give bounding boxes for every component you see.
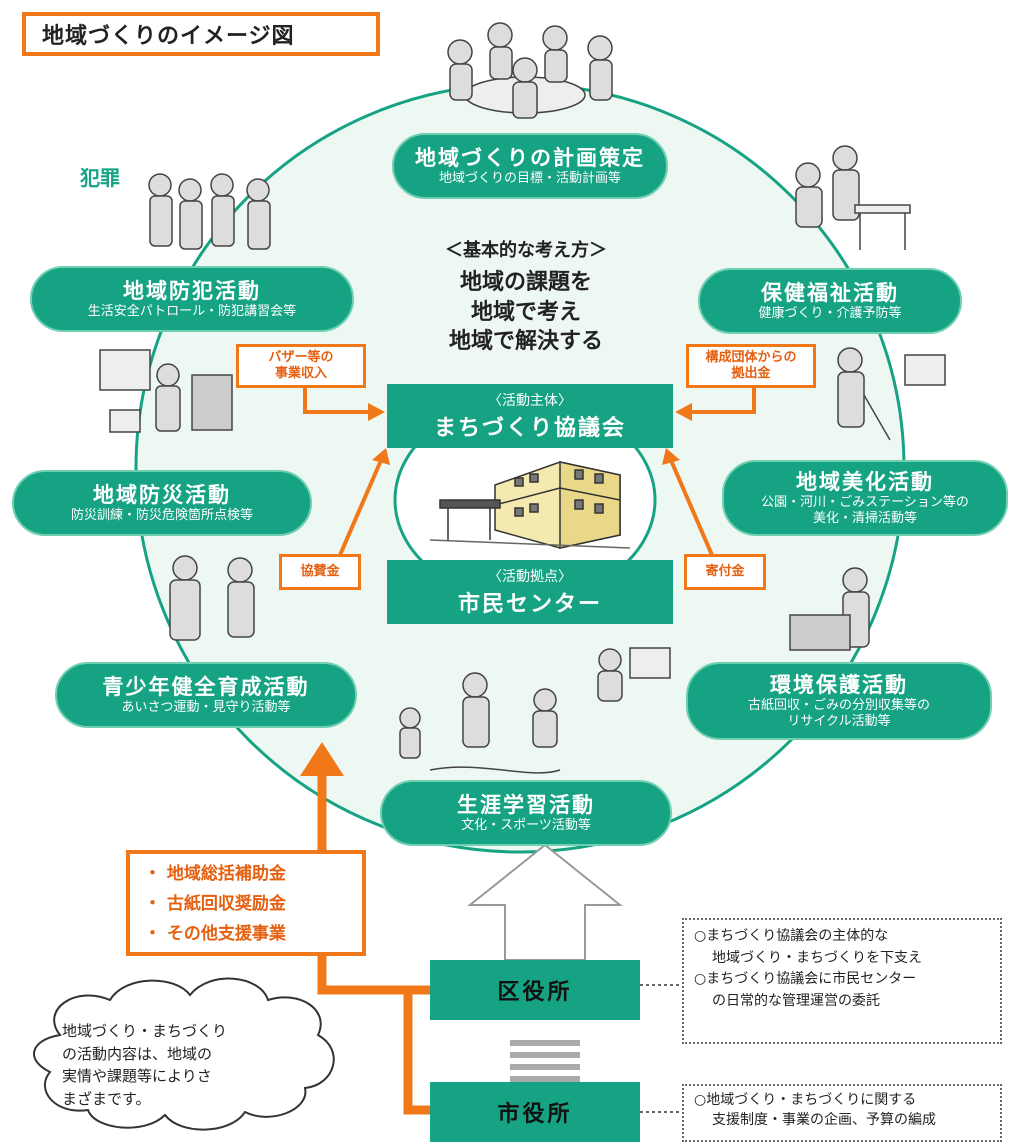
activity-youth-title: 青少年健全育成活動 <box>102 674 310 699</box>
funding-sponsor: 協賛金 <box>279 554 361 590</box>
activity-environment-sub-2: リサイクル活動等 <box>787 714 891 730</box>
philosophy-line-1: 地域の課題を <box>459 270 592 295</box>
actor-box: 〈活動主体〉 まちづくり協議会 <box>387 384 673 448</box>
subsidy-line <box>317 760 430 1115</box>
subsidy-arrowhead <box>300 742 344 776</box>
page-title: 地域づくりのイメージ図 <box>22 12 380 56</box>
activity-environment-title: 環境保護活動 <box>770 672 908 697</box>
bazaar-arrow <box>303 385 370 414</box>
ward-note-line-1: ○まちづくり協議会の主体的な <box>694 928 889 944</box>
philosophy-line-3: 地域で解決する <box>448 329 603 355</box>
base-box: 〈活動拠点〉 市民センター <box>387 560 673 624</box>
member-arrow <box>690 385 756 414</box>
cloud-line-1: 地域づくり・まちづくり <box>62 1022 228 1040</box>
learning-illustration <box>399 647 671 774</box>
actor-name: まちづくり協議会 <box>433 416 626 441</box>
activity-environment-sub-1: 古紙回収・ごみの分別収集等の <box>747 697 930 713</box>
subsidy-item-label: 古紙回収奨励金 <box>166 893 286 914</box>
activity-disaster: 地域防災活動 防災訓練・防災危険箇所点検等 <box>12 470 312 536</box>
cloud-text: 地域づくり・まちづくり の活動内容は、地域の 実情や課題等によりさ まざまです。 <box>62 1020 312 1110</box>
city-office-box: 市役所 <box>430 1082 640 1142</box>
funding-bazaar: バザー等の 事業収入 <box>236 344 366 388</box>
activity-planning: 地域づくりの計画策定 地域づくりの目標・活動計画等 <box>392 133 668 199</box>
ward-office-label: 区役所 <box>497 980 573 1005</box>
recycling-illustration <box>789 567 870 651</box>
city-note: ○地域づくり・まちづくりに関する 支援制度・事業の企画、予算の編成 <box>682 1084 1002 1142</box>
activity-beautify-sub-1: 公園・河川・ごみステーション等の <box>761 494 969 510</box>
activity-planning-title: 地域づくりの計画策定 <box>415 145 645 170</box>
activity-disaster-title: 地域防災活動 <box>93 482 231 507</box>
actor-label: 〈活動主体〉 <box>488 393 572 409</box>
activity-beautify-sub-2: 美化・清掃活動等 <box>812 511 917 527</box>
funding-bazaar-line-2: 事業収入 <box>274 366 327 381</box>
crime-illustration-label: 犯罪 <box>80 166 120 190</box>
activity-welfare-title: 保健福祉活動 <box>761 280 899 305</box>
city-note-line-2: 支援制度・事業の企画、予算の編成 <box>712 1112 936 1129</box>
funding-donation-label: 寄付金 <box>705 564 745 580</box>
sponsor-arrow <box>338 457 384 556</box>
city-note-line-1: ○地域づくり・まちづくりに関する <box>694 1092 917 1108</box>
people-illustrations <box>99 22 946 774</box>
youth-illustration <box>169 555 255 641</box>
disaster-illustration <box>99 349 233 433</box>
subsidy-item: ・ その他支援事業 <box>144 923 286 944</box>
activity-beautify: 地域美化活動 公園・河川・ごみステーション等の 美化・清掃活動等 <box>722 460 1008 536</box>
funding-arrows <box>303 385 756 556</box>
funding-member-line-2: 拠出金 <box>731 366 771 381</box>
cleaning-illustration <box>837 347 946 441</box>
activity-learning: 生涯学習活動 文化・スポーツ活動等 <box>380 780 672 846</box>
activity-learning-sub: 文化・スポーツ活動等 <box>461 818 591 833</box>
activity-planning-sub: 地域づくりの目標・活動計画等 <box>438 171 621 186</box>
subsidy-item: ・ 地域総括補助金 <box>144 864 286 884</box>
funding-member-line-1: 構成団体からの <box>705 350 797 366</box>
cloud-shape <box>33 977 335 1131</box>
ward-note-line-4: の日常的な管理運営の委託 <box>712 993 880 1010</box>
subsidies-box: ・ 地域総括補助金 ・ 古紙回収奨励金 ・ その他支援事業 <box>126 850 366 956</box>
activity-welfare-sub: 健康づくり・介護予防等 <box>758 306 902 321</box>
meeting-illustration <box>447 22 613 119</box>
ward-office-box: 区役所 <box>430 960 640 1020</box>
ward-note-line-3: ○まちづくり協議会に市民センター <box>694 971 917 988</box>
activity-youth: 青少年健全育成活動 あいさつ運動・見守り活動等 <box>55 662 357 728</box>
patrol-illustration <box>148 173 271 250</box>
funding-member: 構成団体からの 拠出金 <box>686 344 816 388</box>
activity-crime: 地域防犯活動 生活安全パトロール・防犯講習会等 <box>30 266 354 332</box>
building-illustration <box>429 461 631 549</box>
subsidy-item-label: その他支援事業 <box>166 923 286 944</box>
activity-welfare: 保健福祉活動 健康づくり・介護予防等 <box>698 268 962 334</box>
subsidy-item-label: 地域総括補助金 <box>166 864 286 884</box>
welfare-illustration <box>795 145 911 250</box>
activity-beautify-title: 地域美化活動 <box>796 469 934 494</box>
base-label: 〈活動拠点〉 <box>488 569 572 585</box>
ward-note-line-2: 地域づくり・まちづくりを下支え <box>712 949 922 966</box>
funding-sponsor-label: 協賛金 <box>300 564 340 580</box>
philosophy-block: ＜基本的な考え方＞ 地域の課題を 地域で考え 地域で解決する <box>395 236 657 357</box>
funding-donation: 寄付金 <box>684 554 766 590</box>
activity-environment: 環境保護活動 古紙回収・ごみの分別収集等の リサイクル活動等 <box>686 662 992 740</box>
activity-youth-sub: あいさつ運動・見守り活動等 <box>121 700 291 715</box>
activity-learning-title: 生涯学習活動 <box>457 792 595 817</box>
subsidy-item: ・ 古紙回収奨励金 <box>144 893 286 914</box>
cloud-line-4: まざまです。 <box>62 1089 151 1108</box>
cloud-line-2: の活動内容は、地域の <box>62 1044 213 1063</box>
philosophy-heading: ＜基本的な考え方＞ <box>445 240 607 261</box>
activity-crime-title: 地域防犯活動 <box>123 278 261 303</box>
cloud-line-3: 実情や課題等によりさ <box>62 1067 212 1085</box>
support-arrow <box>467 843 623 1082</box>
activity-disaster-sub: 防災訓練・防災危険箇所点検等 <box>70 508 253 523</box>
donation-arrow <box>668 457 714 556</box>
city-office-label: 市役所 <box>497 1102 573 1127</box>
activity-crime-sub: 生活安全パトロール・防犯講習会等 <box>87 304 297 319</box>
base-name: 市民センター <box>457 592 602 617</box>
ward-note: ○まちづくり協議会の主体的な 地域づくり・まちづくりを下支え ○まちづくり協議会… <box>682 918 1002 1044</box>
funding-bazaar-line-1: バザー等の <box>268 350 334 366</box>
philosophy-line-2: 地域で考え <box>470 299 581 325</box>
